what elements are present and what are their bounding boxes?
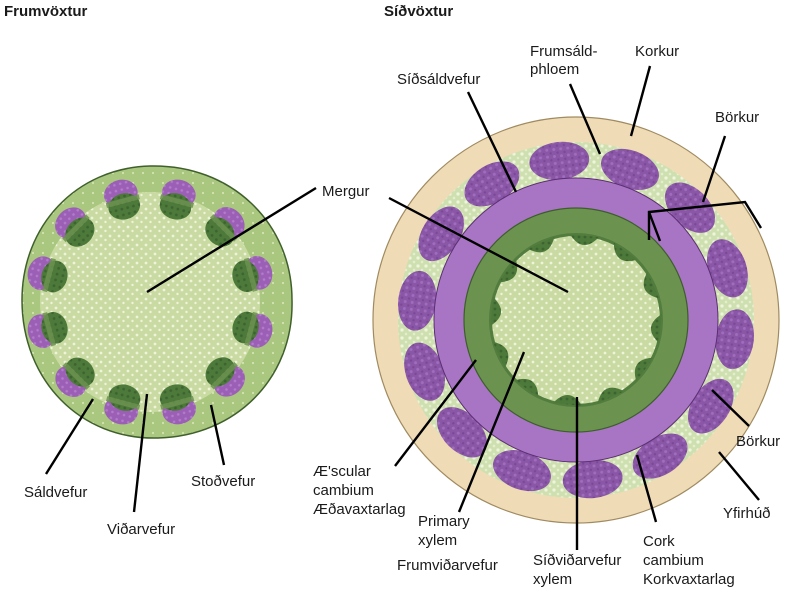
leader-saldvefur xyxy=(44,398,95,475)
primary-xylem-tooth xyxy=(514,378,539,398)
label-vascular-line1: Æ'scular xyxy=(313,463,371,480)
label-sidvidar-line2: xylem xyxy=(533,571,572,588)
cambium-strip xyxy=(62,362,91,390)
leader-mergur-right xyxy=(388,196,569,294)
heading-primary-growth: Frumvöxtur xyxy=(4,3,88,20)
secondary-stem xyxy=(372,116,780,524)
primary-xylem-tooth xyxy=(634,357,654,382)
vascular-bundle xyxy=(55,207,95,247)
label-primary-line1: Primary xyxy=(418,513,470,530)
label-korkur: Korkur xyxy=(635,43,679,60)
vascular-bundle xyxy=(159,179,196,220)
primary-xylem-tooth xyxy=(492,341,509,369)
label-primary-line2: xylem xyxy=(418,532,457,549)
leader-borkur-bracket-end xyxy=(647,211,662,242)
vascular-bundle xyxy=(232,311,273,348)
cambium-strip xyxy=(244,311,258,346)
vascular-bundle xyxy=(27,256,68,293)
primary-xylem-tooth xyxy=(498,258,518,283)
label-sidvidar-line1: Síðviðarvefur xyxy=(533,552,621,569)
leader-sidsaldvefur xyxy=(466,91,518,193)
primary-pith xyxy=(40,192,260,412)
label-vascular-line3: Æðavaxtarlag xyxy=(313,501,406,518)
primary-xylem-tooth xyxy=(570,234,599,246)
label-stodvefur: Stoðvefur xyxy=(191,473,255,490)
label-vidarvefur: Viðarvefur xyxy=(107,521,175,538)
leader-frumsald xyxy=(568,83,602,155)
bark-phloem-cluster xyxy=(632,433,688,479)
cambium-strip xyxy=(62,214,90,243)
cambium-strip xyxy=(105,194,140,208)
primary-xylem-tooth xyxy=(490,297,502,326)
label-sidsaldvefur: Síðsáldvefur xyxy=(397,71,480,88)
leader-vascular-cambium xyxy=(394,359,477,467)
xylem-core xyxy=(205,357,235,387)
heading-secondary-growth: Síðvöxtur xyxy=(384,3,453,20)
bark-phloem-cluster xyxy=(529,141,590,181)
bark-phloem-cluster xyxy=(688,378,734,434)
vascular-bundle xyxy=(27,311,68,348)
bark-phloem-cluster xyxy=(493,450,551,492)
vascular-bundle xyxy=(55,357,95,397)
label-primary-line3: Frumviðarvefur xyxy=(397,557,498,574)
leader-korkur xyxy=(629,65,652,137)
vascular-bundle xyxy=(205,207,245,247)
label-vascular-line2: cambium xyxy=(313,482,374,499)
label-borkur-right: Börkur xyxy=(736,433,780,450)
leader-primary-xylem xyxy=(457,351,526,513)
leader-borkur-right xyxy=(711,389,750,427)
leader-lines xyxy=(44,65,763,550)
cambium-strip xyxy=(42,258,56,293)
labels: Mergur Sáldvefur Viðarvefur Stoðvefur Sí… xyxy=(24,43,780,588)
primary-xylem-tooth xyxy=(643,271,660,299)
label-cork-line1: Cork xyxy=(643,533,675,550)
label-borkur-top: Börkur xyxy=(715,109,759,126)
leader-mergur-left xyxy=(146,186,317,294)
primary-xylem-tooth xyxy=(613,242,638,262)
cambium-strip xyxy=(42,312,56,347)
bark-phloem-cluster xyxy=(397,270,437,331)
leader-vidarvefur xyxy=(132,393,149,513)
secondary-pith xyxy=(492,236,660,404)
primary-xylem-tooth xyxy=(650,314,662,343)
cambium-strip xyxy=(209,214,238,242)
bark-phloem-cluster xyxy=(404,342,446,401)
label-cork-line2: cambium xyxy=(643,552,704,569)
vascular-bundle xyxy=(232,256,273,293)
primary-stem xyxy=(21,165,293,439)
label-cork-line3: Korkvaxtarlag xyxy=(643,571,735,588)
label-mergur: Mergur xyxy=(322,183,370,200)
leader-cork-cambium xyxy=(635,454,658,523)
cambium-strip xyxy=(106,396,141,410)
vascular-bundle xyxy=(104,179,141,220)
bark-phloem-cluster xyxy=(715,309,755,370)
cambium-strip xyxy=(160,396,195,410)
cambium-strip xyxy=(159,194,194,208)
vascular-bundle xyxy=(159,384,196,425)
xylem-core xyxy=(65,217,95,247)
label-frumsald-line2: phloem xyxy=(530,61,579,78)
vascular-bundle xyxy=(205,357,245,397)
label-saldvefur: Sáldvefur xyxy=(24,484,87,501)
leader-borkur-top xyxy=(701,135,727,203)
vascular-bundle xyxy=(104,384,141,425)
primary-xylem-tooth xyxy=(527,236,555,253)
leader-stodvefur xyxy=(209,404,226,466)
primary-xylem-tooth xyxy=(553,394,582,406)
xylem-core xyxy=(65,357,95,387)
label-yfirhud: Yfirhúð xyxy=(723,505,771,522)
primary-xylem-tooth xyxy=(597,387,625,404)
cambium-strip xyxy=(210,361,238,390)
primary-xylem-teeth xyxy=(490,234,662,406)
bark-phloem-cluster xyxy=(706,239,748,298)
label-frumsald-line1: Frumsáld- xyxy=(530,43,598,60)
vascular-bundles xyxy=(27,179,273,425)
bark-phloem-cluster xyxy=(601,148,659,190)
cambium-strip xyxy=(244,257,258,292)
borkur-bracket xyxy=(647,200,763,240)
leader-yfirhud xyxy=(718,451,760,501)
xylem-core xyxy=(205,217,235,247)
